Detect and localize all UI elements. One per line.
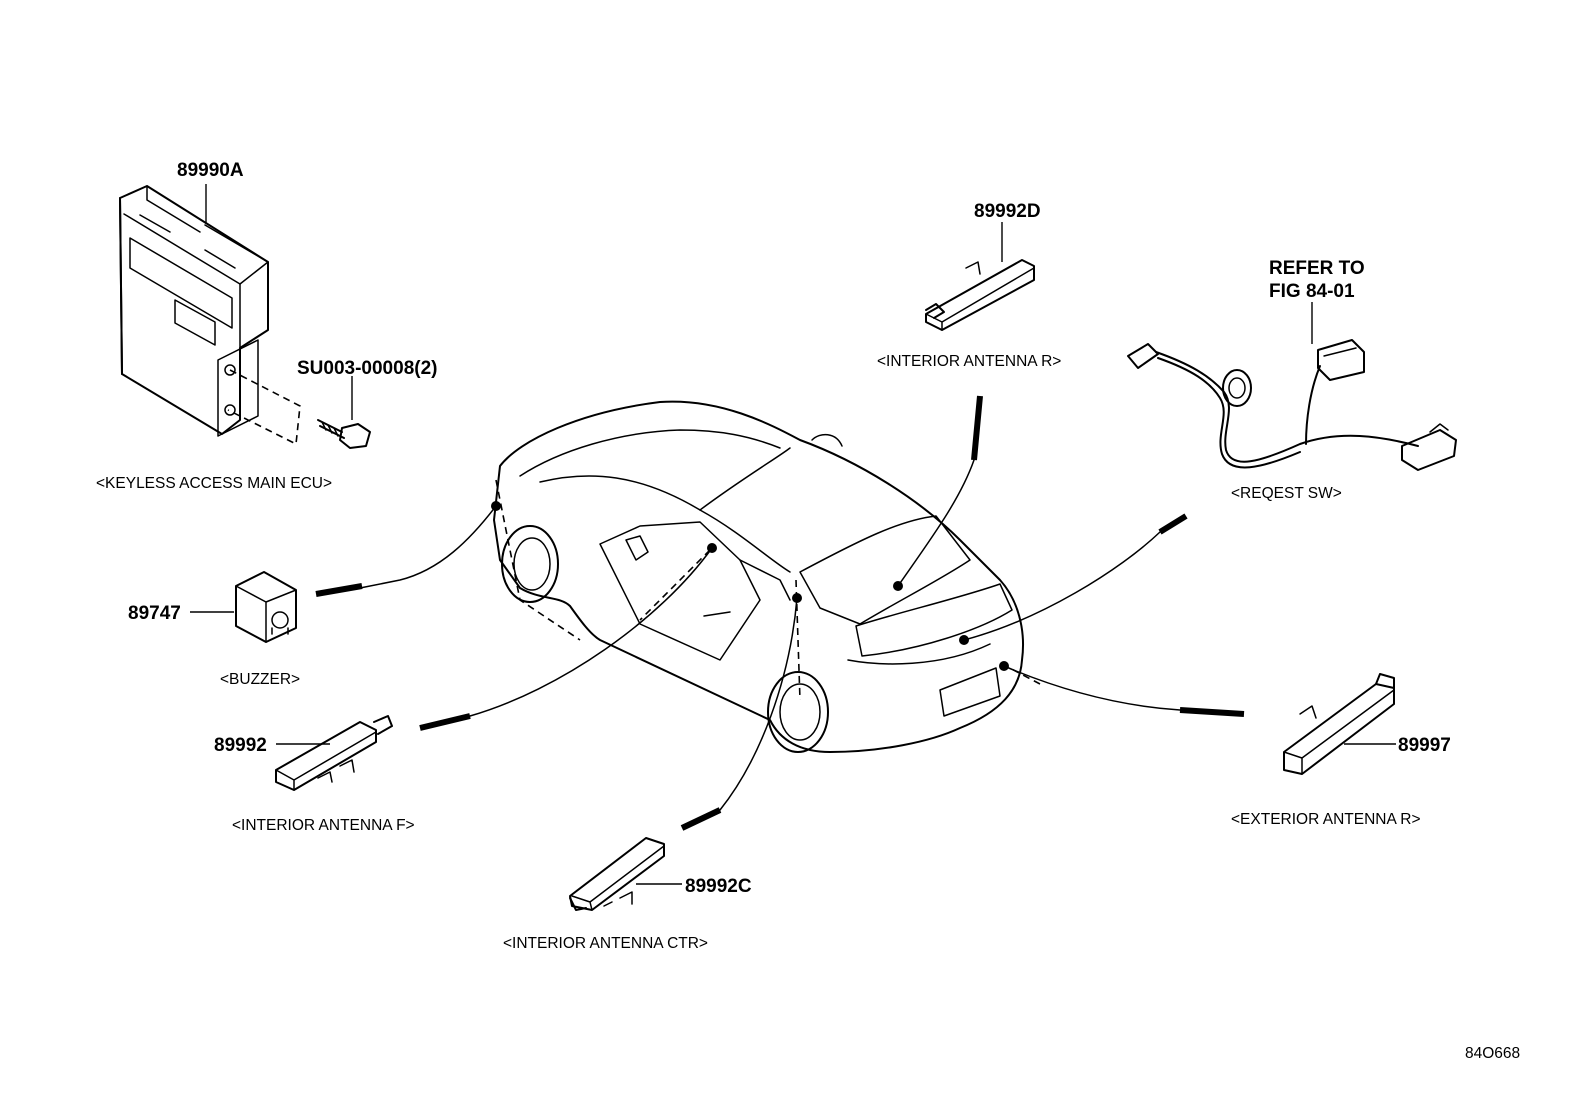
figure-code: 84O668 (1465, 1045, 1520, 1062)
bolt-illustration (317, 376, 371, 449)
interior-antenna-ctr-illustration (569, 837, 682, 911)
request-switch-refer-line1: REFER TO (1269, 258, 1365, 279)
interior-antenna-f-part-number: 89992 (214, 735, 267, 756)
interior-antenna-ctr-caption: <INTERIOR ANTENNA CTR> (503, 935, 708, 952)
interior-antenna-r-part-number: 89992D (974, 201, 1041, 222)
buzzer-illustration (190, 571, 297, 643)
interior-antenna-r-caption: <INTERIOR ANTENNA R> (877, 353, 1061, 370)
buzzer-caption: <BUZZER> (220, 671, 300, 688)
vehicle-outline-illustration (493, 400, 1041, 753)
ecu-caption: <KEYLESS ACCESS MAIN ECU> (96, 475, 332, 492)
interior-antenna-f-illustration (275, 715, 393, 791)
request-switch-caption: <REQEST SW> (1231, 485, 1342, 502)
buzzer-part-number: 89747 (128, 603, 181, 624)
bolt-part-number: SU003-00008(2) (297, 358, 437, 379)
request-switch-refer-line2: FIG 84-01 (1269, 281, 1355, 302)
exterior-antenna-r-caption: <EXTERIOR ANTENNA R> (1231, 811, 1421, 828)
exterior-antenna-r-illustration (1283, 673, 1396, 775)
leader-lines (315, 395, 1245, 831)
exterior-antenna-r-part-number: 89997 (1398, 735, 1451, 756)
ecu-part-number: 89990A (177, 160, 244, 181)
request-switch-harness-illustration (1127, 302, 1457, 471)
keyless-access-main-ecu-illustration (119, 184, 301, 446)
interior-antenna-ctr-part-number: 89992C (685, 876, 752, 897)
interior-antenna-f-caption: <INTERIOR ANTENNA F> (232, 817, 415, 834)
interior-antenna-r-illustration (925, 222, 1035, 331)
